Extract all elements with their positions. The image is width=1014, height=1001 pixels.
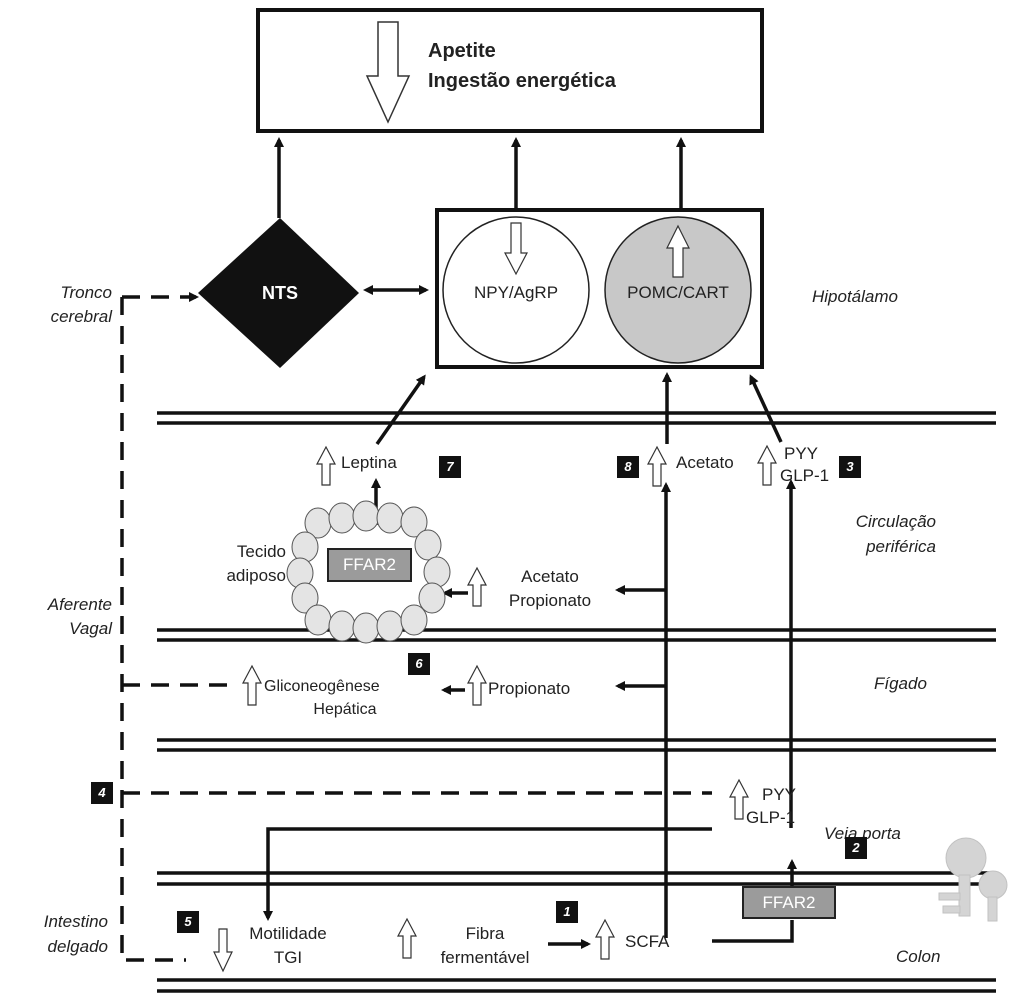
badge-7: 7 xyxy=(439,456,461,478)
gliconeogenese-label-2: Hepática xyxy=(313,701,377,718)
nts-label: NTS xyxy=(262,283,298,303)
pomc-up-arrow xyxy=(666,224,690,278)
ffar2-adipose: FFAR2 xyxy=(327,548,412,582)
region-aferente-1: Aferente xyxy=(47,595,112,614)
acetato-circ-label: Acetato xyxy=(676,453,734,472)
gliconeogenese-label-1: Gliconeogênese xyxy=(264,678,380,695)
pomc-circle xyxy=(604,216,752,364)
propionato-label: Propionato xyxy=(488,679,571,698)
badge-5: 5 xyxy=(177,911,199,933)
fibra-label-2: fermentável xyxy=(440,948,530,967)
region-figado: Fígado xyxy=(874,674,927,693)
pyy-circ-label: PYY xyxy=(784,444,819,463)
energy-intake-label: Ingestão energética xyxy=(428,70,616,92)
npy-circle xyxy=(442,216,590,364)
region-circulacao-2: periférica xyxy=(866,537,936,556)
motilidade-label-1: Motilidade xyxy=(249,924,327,943)
appetite-box xyxy=(256,8,764,133)
badge-4: 4 xyxy=(91,782,113,804)
badge-6: 6 xyxy=(408,653,430,675)
region-tronco-2: cerebral xyxy=(50,307,112,326)
fibra-label-1: Fibra xyxy=(465,924,505,943)
badge-3: 3 xyxy=(839,456,861,478)
pomc-label: POMC/CART xyxy=(627,283,729,302)
glp-portal-label: GLP-1 xyxy=(746,808,796,827)
key-watermark xyxy=(938,837,1008,922)
hollow-up-arrows xyxy=(213,444,777,973)
tecido-label-1: Tecido xyxy=(236,542,286,561)
region-aferente-2: Vagal xyxy=(69,619,112,638)
region-circulacao-1: Circulação xyxy=(855,512,936,531)
appetite-down-arrow xyxy=(365,21,411,124)
leptina-label: Leptina xyxy=(341,453,397,472)
region-colon: Colon xyxy=(896,947,941,966)
glp-circ-label: GLP-1 xyxy=(780,466,830,485)
region-intestino-2: delgado xyxy=(47,937,108,956)
region-tronco-1: Tronco xyxy=(60,283,112,302)
adipose-cluster xyxy=(286,500,451,644)
region-hipotalamo: Hipotálamo xyxy=(812,287,898,306)
pyy-portal-label: PYY xyxy=(762,785,797,804)
region-veia-porta: Veia porta xyxy=(824,824,901,843)
acetato-prop-label-2: Propionato xyxy=(508,591,592,610)
npy-label: NPY/AgRP xyxy=(473,283,559,302)
motilidade-label-2: TGI xyxy=(273,948,303,967)
npy-down-arrow xyxy=(504,222,528,276)
nts-diamond xyxy=(198,218,359,368)
region-intestino-1: Intestino xyxy=(43,912,108,931)
appetite-label: Apetite xyxy=(428,40,496,62)
ffar2-colon: FFAR2 xyxy=(742,886,836,919)
badge-8: 8 xyxy=(617,456,639,478)
badge-1: 1 xyxy=(556,901,578,923)
vagal-afferent-dashed xyxy=(120,292,712,962)
tecido-label-2: adiposo xyxy=(226,566,286,585)
layer-lines xyxy=(157,411,996,993)
scfa-label: SCFA xyxy=(625,932,670,951)
badge-2: 2 xyxy=(845,837,867,859)
acetato-prop-label-1: Acetato xyxy=(521,567,579,586)
